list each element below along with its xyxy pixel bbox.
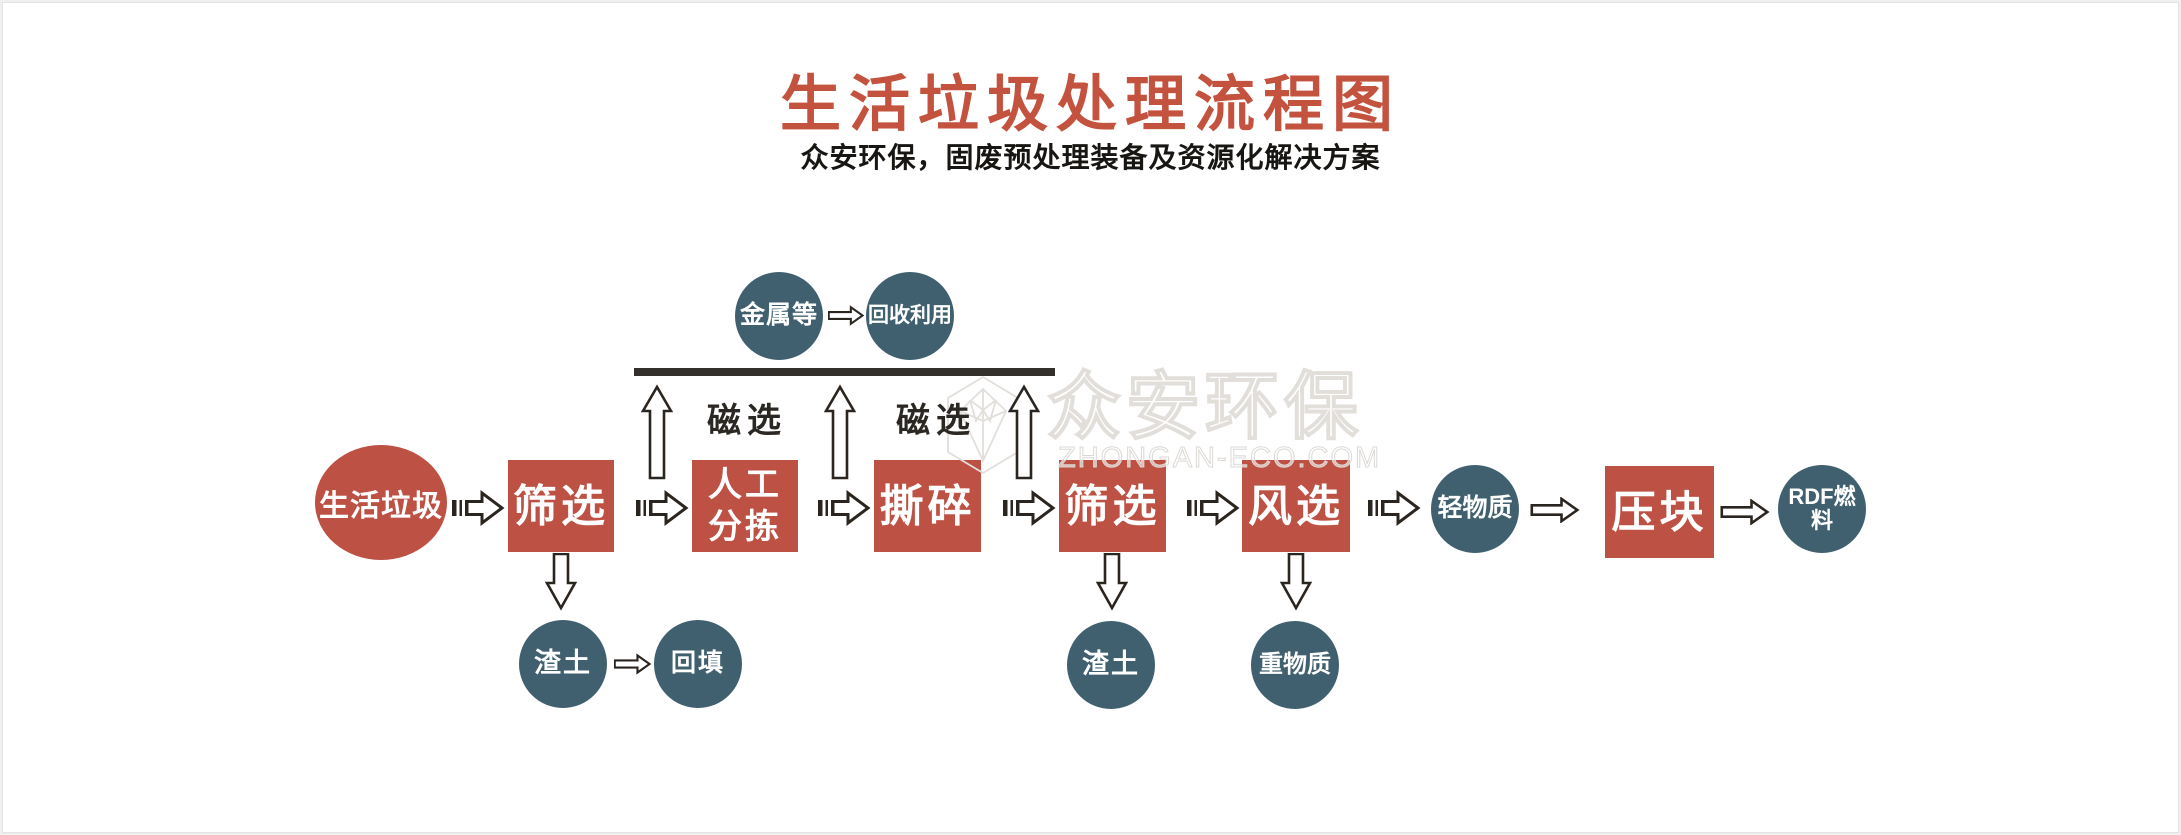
step-label: 人工分拣 <box>708 465 782 547</box>
magnetic-separation-label: 磁选 <box>896 402 976 440</box>
page-title: 生活垃圾处理流程图 <box>779 70 1401 138</box>
watermark-logo-icon <box>946 375 1020 475</box>
magnetic-up-arrow-icon <box>641 384 673 480</box>
step-arrow-icon <box>1368 489 1421 527</box>
watermark-brand-text: 众安环保 <box>1046 365 1363 448</box>
magnetic-collector-line <box>634 368 1055 376</box>
down-arrow-icon <box>544 553 578 611</box>
step-label: 筛选 <box>513 481 609 531</box>
page-subtitle: 众安环保，固废预处理装备及资源化解决方案 <box>800 143 1381 174</box>
step-arrow-icon <box>1187 489 1240 527</box>
step-arrow-icon <box>818 489 871 527</box>
node-backfill-label: 回填 <box>670 649 725 678</box>
magnetic-up-arrow-icon <box>1008 384 1040 480</box>
node-slag-2: 渣土 <box>1067 621 1155 709</box>
watermark-domain-text: ZHONGAN-ECO.COM <box>1057 442 1382 474</box>
step-shredding: 撕碎 <box>874 460 981 552</box>
node-heavy-material: 重物质 <box>1251 621 1339 709</box>
arrow-right-icon <box>1529 497 1581 523</box>
down-arrow-icon <box>1095 553 1129 611</box>
node-metal: 金属等 <box>735 272 823 360</box>
source-node-household-waste: 生活垃圾 <box>315 445 447 560</box>
step-label: 撕碎 <box>879 481 976 531</box>
source-node-label: 生活垃圾 <box>319 489 443 523</box>
node-slag-label: 渣土 <box>1082 649 1140 680</box>
step-compaction: 压块 <box>1605 466 1714 558</box>
down-arrow-icon <box>1279 553 1313 611</box>
node-light-material: 轻物质 <box>1431 465 1519 553</box>
step-arrow-icon <box>636 489 689 527</box>
step-arrow-icon <box>452 489 505 527</box>
step-label: 压块 <box>1611 487 1708 537</box>
step-label: 筛选 <box>1064 481 1161 531</box>
node-metal-label: 金属等 <box>739 301 818 330</box>
node-light-material-label: 轻物质 <box>1437 494 1513 523</box>
step-label: 风选 <box>1248 481 1344 531</box>
node-heavy-material-label: 重物质 <box>1259 650 1331 678</box>
arrow-right-icon <box>1719 499 1771 525</box>
step-manual-sorting: 人工分拣 <box>692 460 798 552</box>
step-air-separation: 风选 <box>1242 460 1350 552</box>
step-screening-2: 筛选 <box>1059 460 1166 552</box>
node-recycling: 回收利用 <box>866 272 954 360</box>
step-screening-1: 筛选 <box>508 460 614 552</box>
node-rdf-fuel: RDF燃料 <box>1778 465 1866 553</box>
step-arrow-icon <box>1003 489 1056 527</box>
node-slag-label: 渣土 <box>534 648 592 679</box>
arrow-right-icon <box>614 651 651 677</box>
node-backfill: 回填 <box>654 620 742 708</box>
arrow-right-icon <box>828 303 864 328</box>
magnetic-separation-label: 磁选 <box>707 402 787 440</box>
magnetic-up-arrow-icon <box>824 384 856 480</box>
node-slag-1: 渣土 <box>519 620 607 708</box>
node-recycling-label: 回收利用 <box>868 304 952 328</box>
node-rdf-fuel-label: RDF燃料 <box>1788 483 1856 533</box>
